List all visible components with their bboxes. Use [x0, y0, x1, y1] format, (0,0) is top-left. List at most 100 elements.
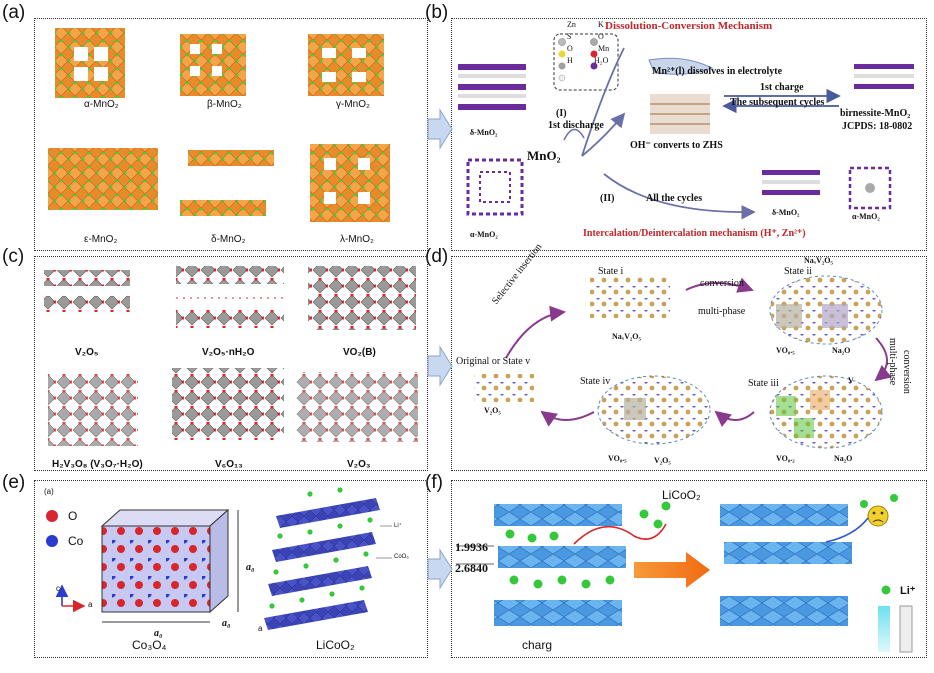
beta-mno2-structure	[180, 34, 246, 96]
vo2-b-label: VO₂(B)	[343, 347, 376, 358]
panel-b-frame	[451, 18, 927, 251]
legend-mn: Mn	[598, 44, 610, 53]
distance-2-label: 2.6840	[455, 561, 488, 575]
state-i-label: State i	[598, 266, 624, 277]
panel-e-structures	[46, 487, 392, 630]
alpha-left-label: α-MnO₂	[470, 230, 498, 239]
state-iii-label: State iii	[748, 378, 779, 389]
v6o13-structure	[172, 368, 284, 440]
distance-1-label: 1.9936	[455, 540, 488, 554]
alpha-mno2-label: α-MnO₂	[84, 99, 119, 110]
licoo2-structure	[264, 487, 380, 630]
panel-a-letter: (a)	[2, 2, 26, 23]
lambda-mno2-label: λ-MnO₂	[340, 234, 374, 245]
panel-a-structures	[48, 28, 390, 222]
multiphase-label: multi-phase	[698, 306, 746, 317]
beta-mno2-label: β-MnO₂	[207, 99, 242, 110]
delta-mno2-left-structure	[458, 64, 526, 110]
vo2-b-structure	[308, 266, 416, 330]
na2o-a-label: Na₂O	[832, 346, 851, 355]
o-legend-label: O	[68, 509, 78, 523]
first-charge-label: 1st charge	[760, 82, 804, 93]
alpha-mno2-left-structure	[466, 158, 524, 216]
a0-corner-label: a₀	[222, 618, 231, 629]
all-cycles-label: All the cycles	[646, 193, 703, 204]
delta-mno2-label: δ-MnO₂	[211, 234, 246, 245]
arrow-e-to-f	[427, 548, 453, 590]
multiphase-vertical-label: multi-phase	[887, 338, 898, 386]
dissolution-title: Dissolution-Conversion Mechanism	[605, 20, 773, 32]
panel-b-letter: (b)	[425, 2, 449, 23]
legend-h: H	[567, 56, 573, 65]
intercalation-title: Intercalation/Deintercalation mechanism …	[583, 228, 806, 239]
panel-c-structures	[44, 266, 418, 446]
legend-o: O	[598, 32, 604, 41]
vo-0.5-c-label: VO₀.₅	[608, 454, 627, 463]
li-tag-label: Li⁺	[394, 523, 402, 529]
route-ii-label: (II)	[600, 193, 615, 204]
mn-dissolves-label: Mn²⁺(l) dissolves in electrolyte	[652, 66, 783, 77]
co3o4-label: Co₃O₄	[132, 638, 167, 652]
v6o13-label: V₆O₁₃	[215, 459, 243, 470]
co-legend-label: Co	[68, 534, 84, 548]
coo6-tag-label: CoO₆	[394, 554, 409, 560]
alpha-mno2-structure	[55, 28, 125, 98]
state-iv-label: State iv	[580, 376, 611, 387]
co3o4-structure	[100, 508, 230, 614]
state-ii-label: State ii	[784, 266, 813, 277]
mno2-center-label: MnO₂	[527, 148, 561, 163]
oh-converts-label: OH⁻ converts to ZHS	[630, 140, 723, 151]
epsilon-mno2-structure	[48, 148, 158, 210]
delta-mno2-structure	[180, 150, 274, 216]
panel-c-letter: (c)	[2, 246, 25, 267]
legend-s: S	[567, 32, 572, 41]
v2o5-structure	[44, 270, 130, 312]
legend-k: K	[598, 20, 604, 29]
na2o-b-label: Na₂O	[834, 454, 853, 463]
conversion-vertical-label: conversion	[901, 350, 912, 394]
epsilon-mno2-label: ε-MnO₂	[84, 234, 118, 245]
conversion-label: conversion	[700, 278, 744, 289]
panel-b-schematic	[458, 33, 914, 220]
first-discharge-label: 1st discharge	[548, 120, 604, 131]
delta-right-label: δ-MnO₂	[772, 208, 800, 217]
legend-h2o: H₂O	[594, 56, 609, 65]
arrow-a-to-b	[427, 108, 453, 150]
v2o5-label: V₂O₅	[75, 347, 99, 358]
panel-e-letter: (e)	[2, 472, 26, 493]
axis-c-label: c	[56, 584, 60, 593]
original-label: Original or State v	[456, 356, 531, 367]
delta-mno2-right-structure	[762, 170, 820, 195]
vo-0.5-a-label: VO₀.₅	[776, 346, 795, 355]
panel-d-frame	[451, 256, 927, 471]
alpha-mno2-right-structure	[848, 166, 892, 210]
a0-bottom-label: a₀	[154, 628, 163, 639]
legend-o2: O	[567, 44, 573, 53]
arrow-c-to-d	[427, 345, 453, 387]
gamma-mno2-label: γ-MnO₂	[336, 99, 370, 110]
panel-f-letter: (f)	[425, 472, 443, 493]
na-v2o5-label: NaₓV₂O₅	[612, 332, 641, 341]
h2v3o8-structure	[48, 374, 138, 446]
delta-left-label: δ-MnO₂	[470, 128, 498, 137]
v2o3-label: V₂O₃	[347, 459, 371, 470]
lambda-mno2-structure	[310, 144, 390, 222]
v2o3-structure	[296, 372, 418, 442]
birnessite-structure	[854, 64, 914, 89]
subsequent-cycles-label: The subsequent cycles	[730, 97, 825, 108]
route-i-label: (I)	[556, 108, 567, 119]
v2o5-left-label: V₂O₅	[484, 406, 501, 415]
licoo2-title-label: LiCoO₂	[662, 488, 701, 502]
vo-0.2-label: VO₀.₂	[776, 454, 795, 463]
v-label: V	[848, 376, 854, 385]
birnessite-label: birnessite-MnO₂	[840, 108, 911, 119]
licoo2-axis-label: a	[258, 624, 263, 633]
panel-d-letter: (d)	[425, 246, 449, 267]
zhs-structure	[650, 94, 710, 134]
panel-e-sub-label: (a)	[44, 487, 54, 496]
na-v2o5-top-label: NaₓV₂O₅	[804, 256, 833, 265]
h2v3o8-label: H₂V₃O₈ (V₃O₇·H₂O)	[52, 459, 143, 470]
li-legend-label: Li⁺	[900, 585, 916, 597]
v2o5-c-label: V₂O₅	[654, 456, 671, 465]
panel-f-schematic	[456, 494, 913, 653]
